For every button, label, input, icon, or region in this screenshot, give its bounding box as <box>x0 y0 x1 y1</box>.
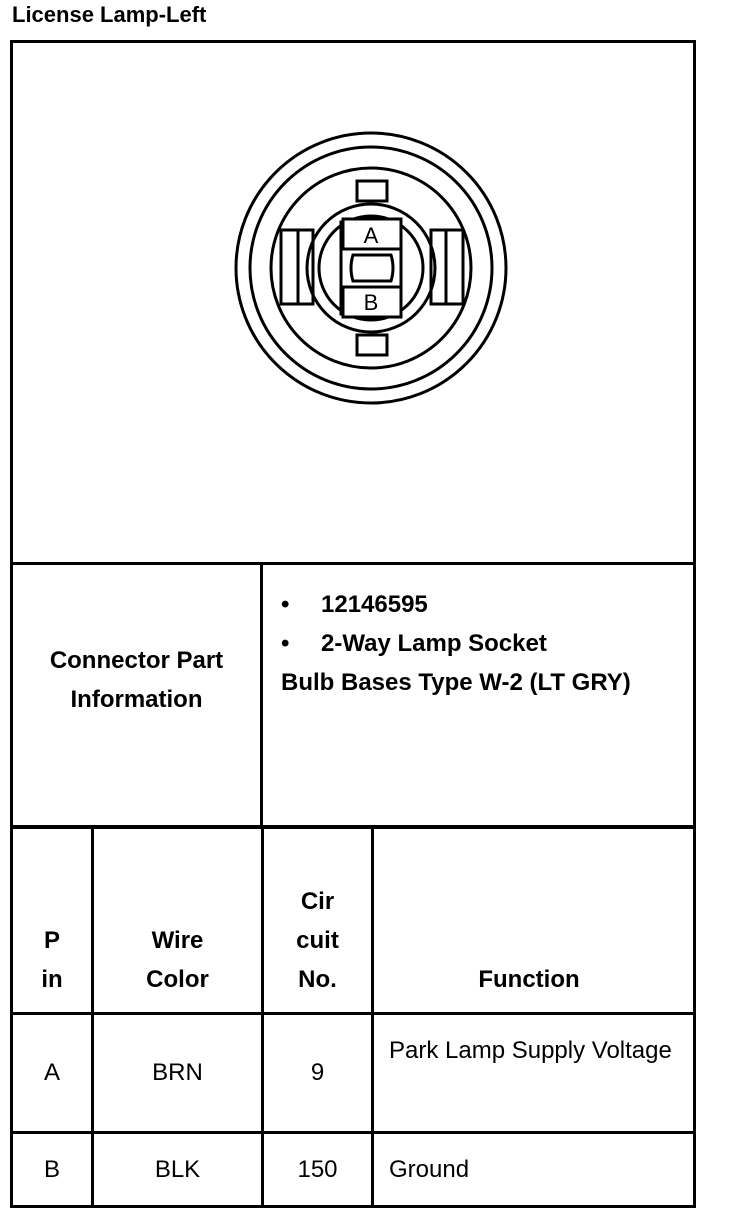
part-description: Bulb Bases Type W-2 (LT GRY) <box>281 669 631 696</box>
outer-ring <box>234 131 508 405</box>
part-number: 12146595 <box>321 591 428 618</box>
inner-ring <box>305 202 437 334</box>
core-ring <box>317 214 425 322</box>
part-info-content: • 12146595 • 2-Way Lamp Socket Bulb Base… <box>281 585 681 702</box>
page-title: License Lamp-Left <box>12 2 207 27</box>
pin-a-label: A <box>364 223 379 248</box>
bullet-dot: • <box>281 630 290 657</box>
third-ring <box>269 166 473 370</box>
row-b-wire-color: BLK <box>154 1156 201 1183</box>
pin-a-box <box>341 217 403 251</box>
connector-face-drawing: A B <box>234 131 508 405</box>
socket-type: 2-Way Lamp Socket <box>321 630 547 657</box>
bullet-item: • 12146595 <box>281 585 681 624</box>
part-info-label: Connector Part Information <box>13 565 263 825</box>
row-b-function: Ground <box>389 1156 470 1183</box>
header-function: Function <box>478 966 580 993</box>
pin-b-label: B <box>364 290 379 315</box>
pin-b-box <box>341 285 403 319</box>
row-a-circuit: 9 <box>310 1059 325 1086</box>
row-a-function: Park Lamp Supply Voltage <box>389 1037 672 1064</box>
second-ring <box>248 145 494 391</box>
row-a-pin: A <box>43 1059 60 1086</box>
part-info-row: Connector Part Information • 12146595 • … <box>10 562 696 828</box>
bullet-dot: • <box>281 591 290 618</box>
row-a-wire-color: BRN <box>152 1059 203 1086</box>
bullet-item: • 2-Way Lamp Socket <box>281 624 681 663</box>
row-b-circuit: 150 <box>297 1156 338 1183</box>
connector-diagram: A B <box>10 40 696 565</box>
row-b-pin: B <box>43 1156 60 1183</box>
